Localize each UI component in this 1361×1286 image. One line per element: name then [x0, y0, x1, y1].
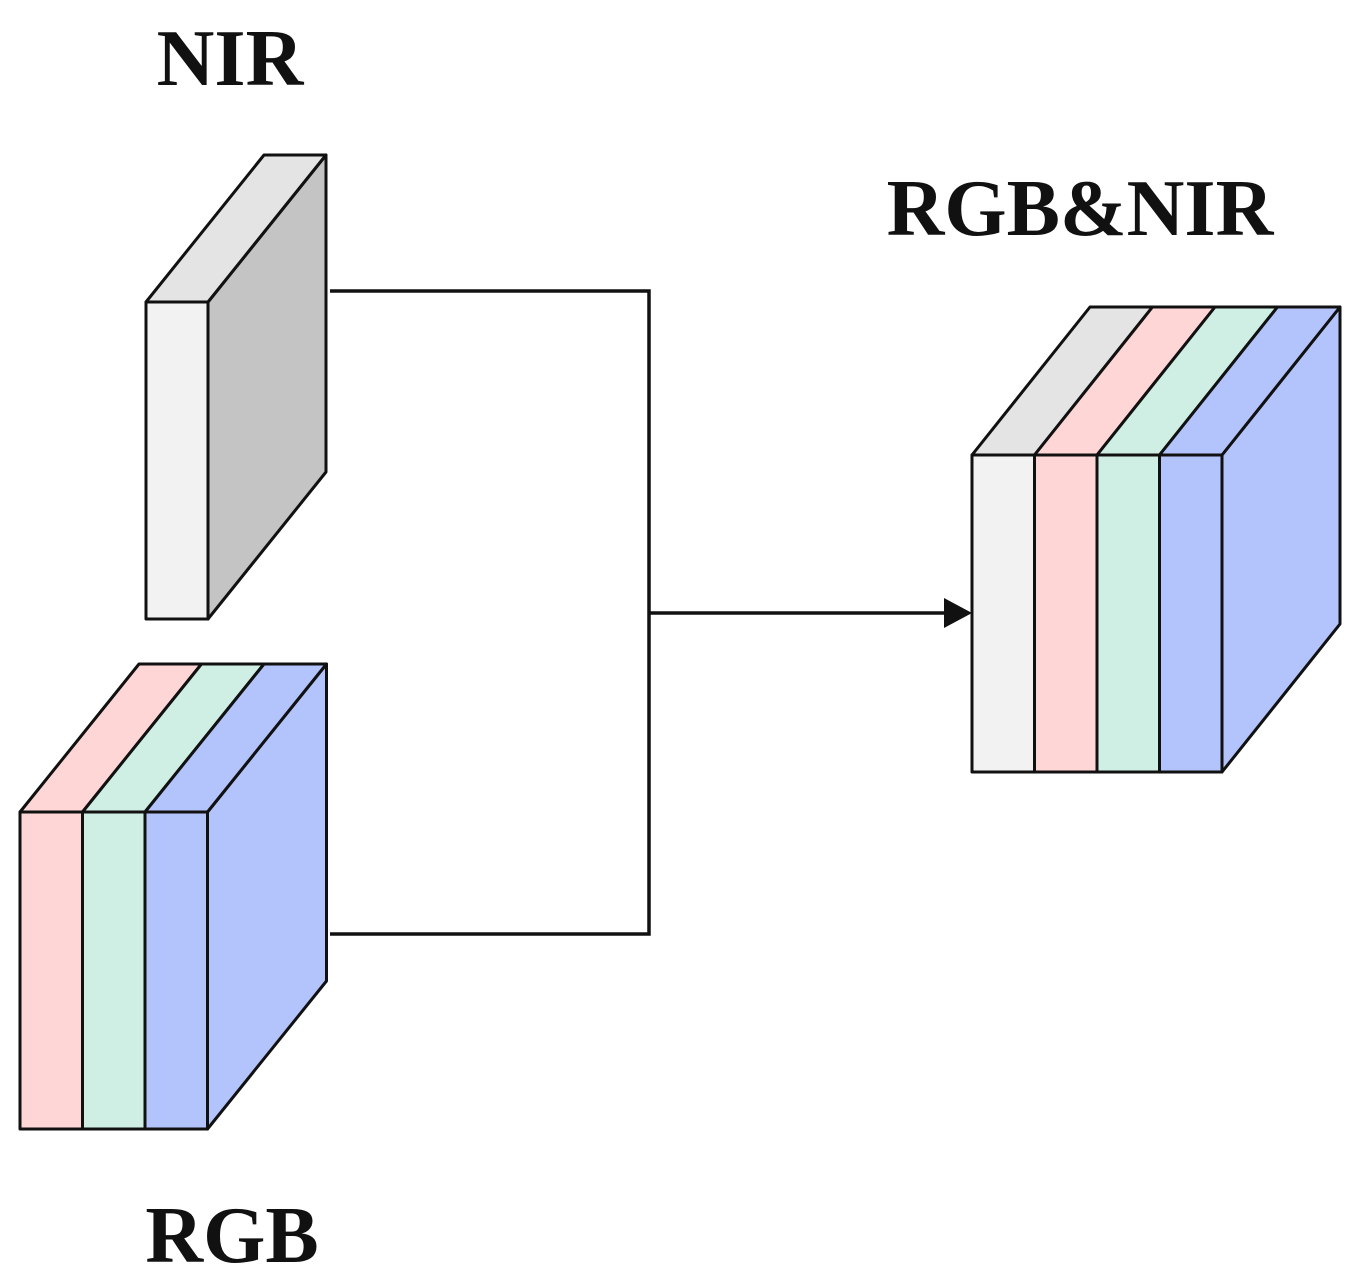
rgb-label: RGB [145, 1192, 318, 1280]
fused-block-green-slab [1095, 453, 1161, 774]
fused-feature-block [970, 305, 1342, 774]
rgb-block-red-slab [18, 810, 84, 1131]
nir-block-nir-slab [144, 300, 210, 621]
rgb-feature-block [18, 662, 328, 1131]
nir-label: NIR [157, 15, 305, 103]
fused-block-blue-slab [1158, 453, 1224, 774]
rgb-block-blue-slab [143, 810, 209, 1131]
rgb-block-green-slab [81, 810, 147, 1131]
arrow-head-icon [944, 598, 972, 628]
fused-block-red-slab [1033, 453, 1099, 774]
fused-block-nir-slab [970, 453, 1036, 774]
nir-feature-block [144, 153, 328, 621]
concat-connector [330, 289, 651, 936]
fused-label: RGB&NIR [887, 165, 1275, 253]
